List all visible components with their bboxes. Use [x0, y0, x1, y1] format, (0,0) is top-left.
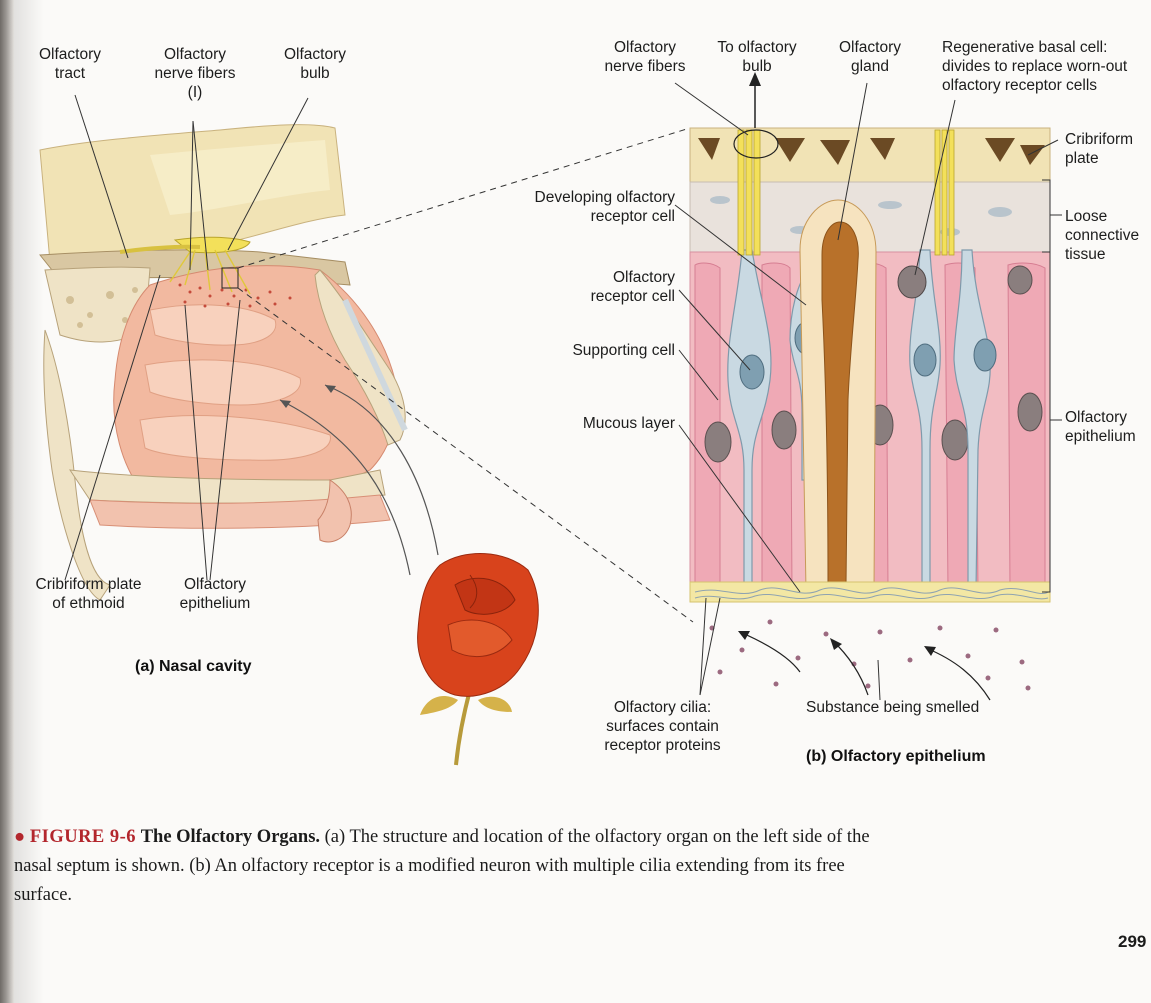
label-olfactory-epithelium-b: Olfactory epithelium	[1065, 408, 1150, 446]
label-cribriform-plate-ethmoid: Cribriform plate of ethmoid	[26, 575, 151, 613]
rose-illustration	[418, 554, 539, 765]
caption-marker-b: (b)	[189, 856, 211, 876]
label-olfactory-tract-a: Olfactory tract	[30, 45, 110, 83]
caption-figure-label: FIGURE 9-6	[30, 827, 136, 847]
label-olfactory-nerve-fibers-a: Olfactory nerve fibers (I)	[140, 45, 250, 102]
label-loose-connective-tissue: Loose connective tissue	[1065, 207, 1150, 264]
label-regenerative-basal-cell: Regenerative basal cell: divides to repl…	[942, 38, 1147, 95]
label-olfactory-nerve-fibers-b: Olfactory nerve fibers	[590, 38, 700, 76]
caption-figure-title: The Olfactory Organs.	[141, 827, 320, 847]
label-supporting-cell: Supporting cell	[540, 341, 675, 360]
olfactory-epithelium-illustration	[690, 72, 1050, 700]
caption-bullet: ●	[14, 827, 25, 847]
nasal-cavity-illustration	[40, 125, 438, 600]
label-developing-receptor-cell: Developing olfactory receptor cell	[505, 188, 675, 226]
caption-marker-a: (a)	[325, 827, 346, 847]
page-number: 299	[1118, 932, 1146, 952]
label-olfactory-bulb-a: Olfactory bulb	[275, 45, 355, 83]
label-olfactory-epithelium-a: Olfactory epithelium	[165, 575, 265, 613]
label-olfactory-cilia: Olfactory cilia: surfaces contain recept…	[590, 698, 735, 755]
panel-a-title: (a) Nasal cavity	[135, 658, 252, 676]
label-olfactory-gland: Olfactory gland	[825, 38, 915, 76]
label-to-olfactory-bulb: To olfactory bulb	[702, 38, 812, 76]
panel-b-title: (b) Olfactory epithelium	[806, 748, 986, 766]
label-cribriform-plate-b: Cribriform plate	[1065, 130, 1145, 168]
label-substance-being-smelled: Substance being smelled	[806, 698, 1006, 717]
label-olfactory-receptor-cell: Olfactory receptor cell	[565, 268, 675, 306]
label-mucous-layer: Mucous layer	[550, 414, 675, 433]
figure-caption: ● FIGURE 9-6 The Olfactory Organs. (a) T…	[14, 823, 894, 910]
